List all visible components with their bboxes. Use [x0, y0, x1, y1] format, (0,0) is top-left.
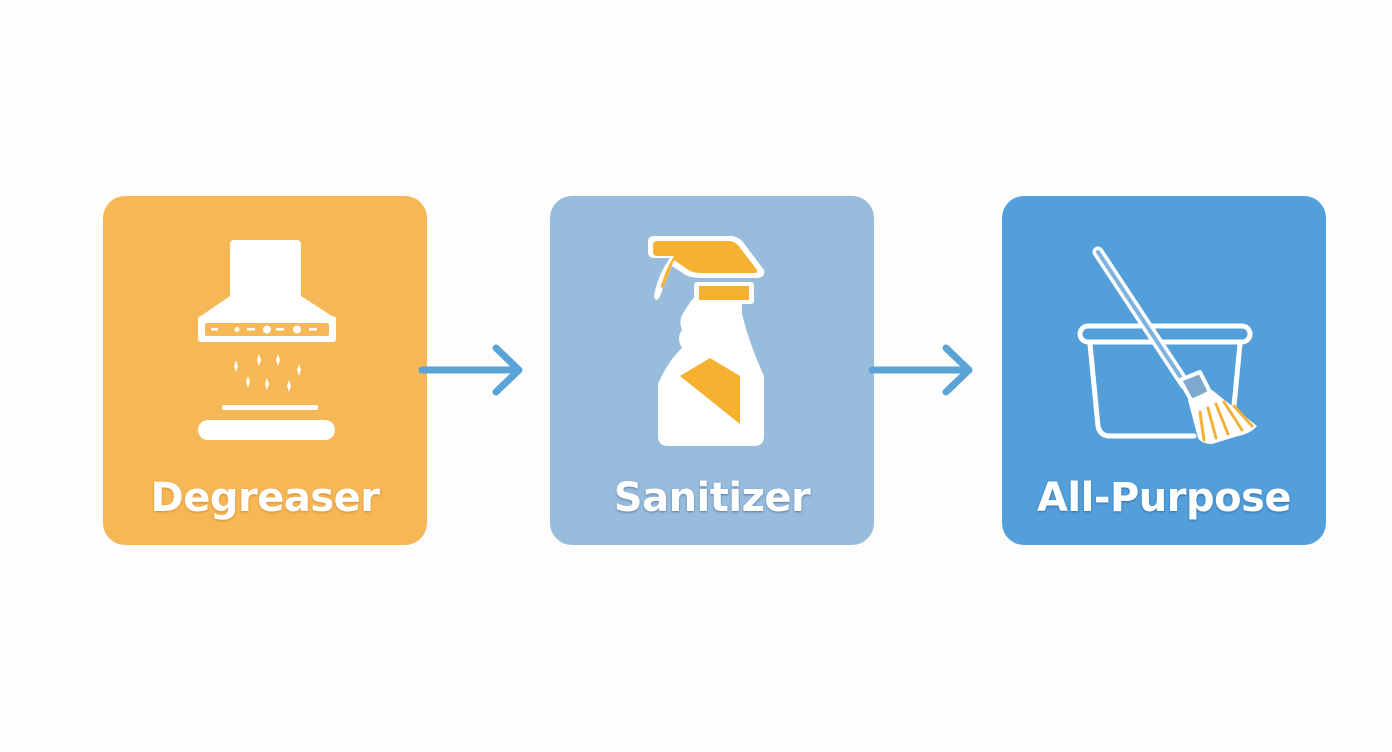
step-card-all-purpose: All-Purpose	[1002, 196, 1326, 545]
step-card-sanitizer: Sanitizer	[550, 196, 874, 545]
step-label: Degreaser	[150, 475, 380, 521]
step-card-degreaser: Degreaser	[103, 196, 427, 545]
arrow-right-icon	[418, 344, 523, 396]
arrow-right-icon	[868, 344, 973, 396]
range-hood-icon	[198, 240, 336, 440]
spray-bottle-icon	[648, 236, 765, 446]
bucket-and-mop-icon	[1077, 246, 1257, 444]
steam-sparkles-icon	[234, 354, 301, 392]
step-label: Sanitizer	[613, 475, 811, 521]
step-label: All-Purpose	[1036, 475, 1292, 521]
